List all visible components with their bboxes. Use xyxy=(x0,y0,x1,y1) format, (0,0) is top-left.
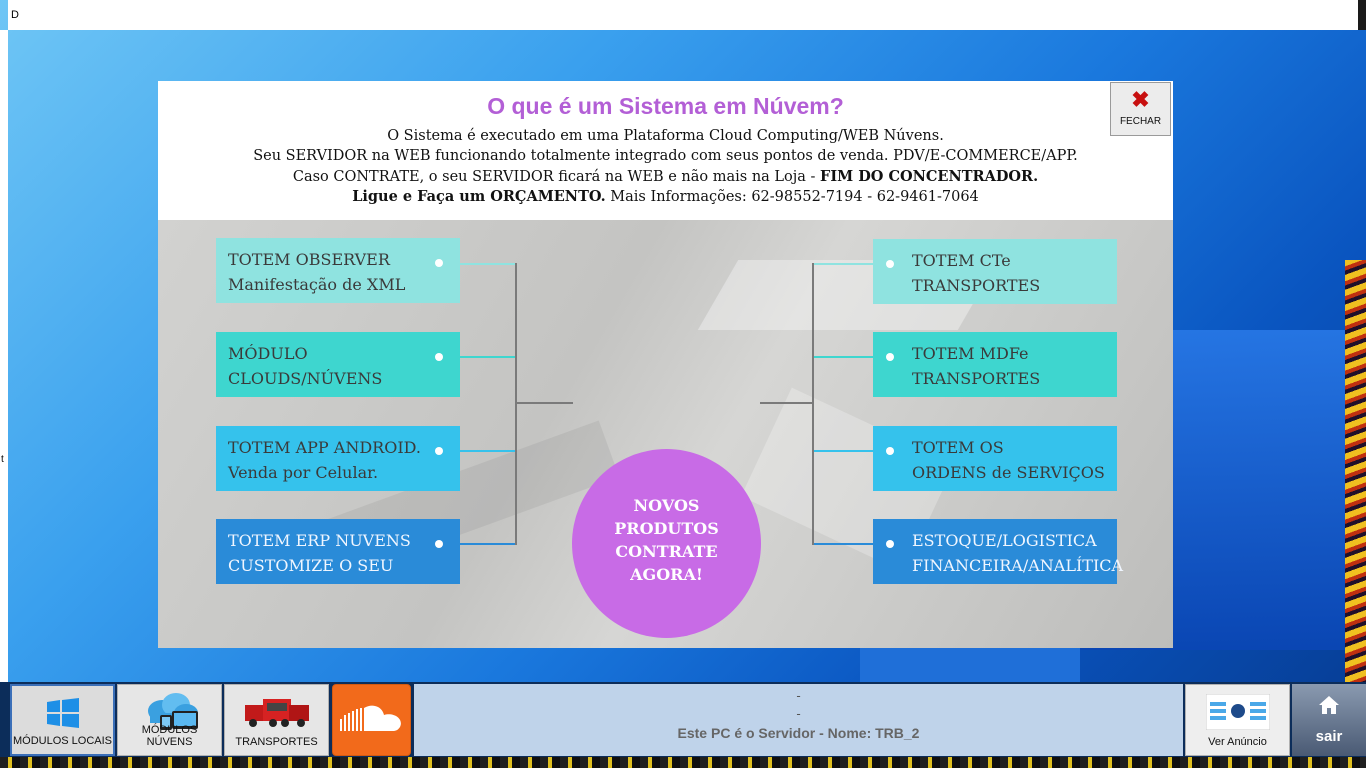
status-panel: - - Este PC é o Servidor - Nome: TRB_2 xyxy=(414,684,1183,756)
bullet-dot-icon xyxy=(435,353,443,361)
dialog-header: O que é um Sistema em Núvem? O Sistema é… xyxy=(158,81,1173,220)
bullet-dot-icon xyxy=(886,540,894,548)
info-line-2: Seu SERVIDOR na WEB funcionando totalmen… xyxy=(253,148,1078,164)
info-line-4-bold: Ligue e Faça um ORÇAMENTO. xyxy=(352,188,606,205)
circle-line-4: AGORA! xyxy=(630,565,703,584)
transportes-label: TRANSPORTES xyxy=(235,736,318,748)
status-line-1: - xyxy=(796,688,801,703)
ver-anuncio-label: Ver Anúncio xyxy=(1208,736,1267,748)
advertisement-icon xyxy=(1206,694,1270,730)
window-titlebar: D xyxy=(8,0,1358,30)
ver-anuncio-button[interactable]: Ver Anúncio xyxy=(1185,684,1290,756)
bottom-toolbar: MÓDULOS LOCAIS MÓDULOS NÚVENS TRANSPORTE… xyxy=(0,682,1366,757)
bullet-dot-icon xyxy=(886,260,894,268)
bullet-dot-icon xyxy=(886,353,894,361)
left-edge-strip: t V xyxy=(0,30,8,709)
info-line-4: Ligue e Faça um ORÇAMENTO. Mais Informaç… xyxy=(158,188,1173,205)
product-modulo-clouds[interactable]: MÓDULO CLOUDS/NÚVENS xyxy=(216,332,460,397)
product-line-2: TRANSPORTES xyxy=(912,276,1041,295)
soundcloud-icon xyxy=(340,705,401,731)
product-totem-os[interactable]: TOTEM OS ORDENS de SERVIÇOS xyxy=(873,426,1117,491)
cloud-devices-icon xyxy=(148,693,198,730)
close-button[interactable]: ✖ FECHAR xyxy=(1110,82,1171,136)
product-line-1: TOTEM ERP NUVENS xyxy=(228,531,411,550)
info-line-3-text: Caso CONTRATE, o seu SERVIDOR ficará na … xyxy=(292,169,821,185)
product-line-2: Manifestação de XML xyxy=(228,275,406,294)
bullet-dot-icon xyxy=(435,447,443,455)
product-line-2: CUSTOMIZE O SEU xyxy=(228,556,394,575)
sair-label: sair xyxy=(1315,728,1343,745)
info-line-3: Caso CONTRATE, o seu SERVIDOR ficará na … xyxy=(158,168,1173,185)
product-line-1: TOTEM MDFe xyxy=(912,344,1029,363)
product-estoque-logistica[interactable]: ESTOQUE/LOGISTICA FINANCEIRA/ANALÍTICA xyxy=(873,519,1124,584)
windows-logo-icon xyxy=(47,698,79,728)
info-line-3-bold: FIM DO CONCENTRADOR. xyxy=(820,168,1039,185)
info-line-1: O Sistema é executado em uma Plataforma … xyxy=(387,128,944,144)
sair-button[interactable]: sair xyxy=(1292,684,1366,756)
circle-line-1: NOVOS xyxy=(633,496,700,515)
product-totem-cte[interactable]: TOTEM CTe TRANSPORTES xyxy=(873,239,1117,304)
product-line-1: TOTEM APP ANDROID. xyxy=(228,438,421,457)
transportes-button[interactable]: TRANSPORTES xyxy=(224,684,329,756)
products-diagram: TOTEM OBSERVER Manifestação de XML MÓDUL… xyxy=(158,220,1173,648)
bullet-dot-icon xyxy=(886,447,894,455)
window-edge xyxy=(1358,0,1366,30)
product-line-2: ORDENS de SERVIÇOS xyxy=(912,463,1105,482)
server-status-text: Este PC é o Servidor - Nome: TRB_2 xyxy=(677,725,920,741)
product-line-1: MÓDULO xyxy=(228,344,308,363)
close-x-icon: ✖ xyxy=(1131,87,1150,112)
bullet-dot-icon xyxy=(435,259,443,267)
product-line-2: TRANSPORTES xyxy=(912,369,1041,388)
product-totem-app-android[interactable]: TOTEM APP ANDROID. Venda por Celular. xyxy=(216,426,460,491)
modulos-nuvens-button[interactable]: MÓDULOS NÚVENS xyxy=(117,684,222,756)
product-line-1: ESTOQUE/LOGISTICA xyxy=(912,531,1097,550)
modulos-locais-label: MÓDULOS LOCAIS xyxy=(12,735,113,747)
soundcloud-button[interactable] xyxy=(332,684,411,756)
trucks-icon xyxy=(245,699,309,727)
circle-line-3: CONTRATE xyxy=(615,542,718,561)
product-totem-observer[interactable]: TOTEM OBSERVER Manifestação de XML xyxy=(216,238,460,303)
status-line-2: - xyxy=(796,706,801,721)
modulos-locais-button[interactable]: MÓDULOS LOCAIS xyxy=(10,684,115,756)
close-button-label: FECHAR xyxy=(1119,116,1162,127)
product-line-1: TOTEM CTe xyxy=(912,251,1011,270)
new-products-circle[interactable]: NOVOS PRODUTOS CONTRATE AGORA! xyxy=(572,449,761,638)
modulos-nuvens-label: MÓDULOS NÚVENS xyxy=(141,724,198,748)
product-totem-erp-nuvens[interactable]: TOTEM ERP NUVENS CUSTOMIZE O SEU xyxy=(216,519,460,584)
left-edge-char: t xyxy=(1,454,4,465)
product-line-2: FINANCEIRA/ANALÍTICA xyxy=(912,556,1124,575)
product-totem-mdfe[interactable]: TOTEM MDFe TRANSPORTES xyxy=(873,332,1117,397)
window-title: D xyxy=(11,9,19,21)
product-line-2: CLOUDS/NÚVENS xyxy=(228,369,383,388)
info-line-4-text: Mais Informações: 62-98552-7194 - 62-946… xyxy=(605,189,979,205)
product-line-1: TOTEM OBSERVER xyxy=(228,250,390,269)
product-line-2: Venda por Celular. xyxy=(228,463,379,482)
dialog-title: O que é um Sistema em Núvem? xyxy=(487,93,844,119)
product-line-1: TOTEM OS xyxy=(912,438,1004,457)
cloud-info-dialog: O que é um Sistema em Núvem? O Sistema é… xyxy=(158,81,1173,648)
home-icon xyxy=(1319,696,1339,714)
circle-line-2: PRODUTOS xyxy=(614,519,719,538)
bullet-dot-icon xyxy=(435,540,443,548)
